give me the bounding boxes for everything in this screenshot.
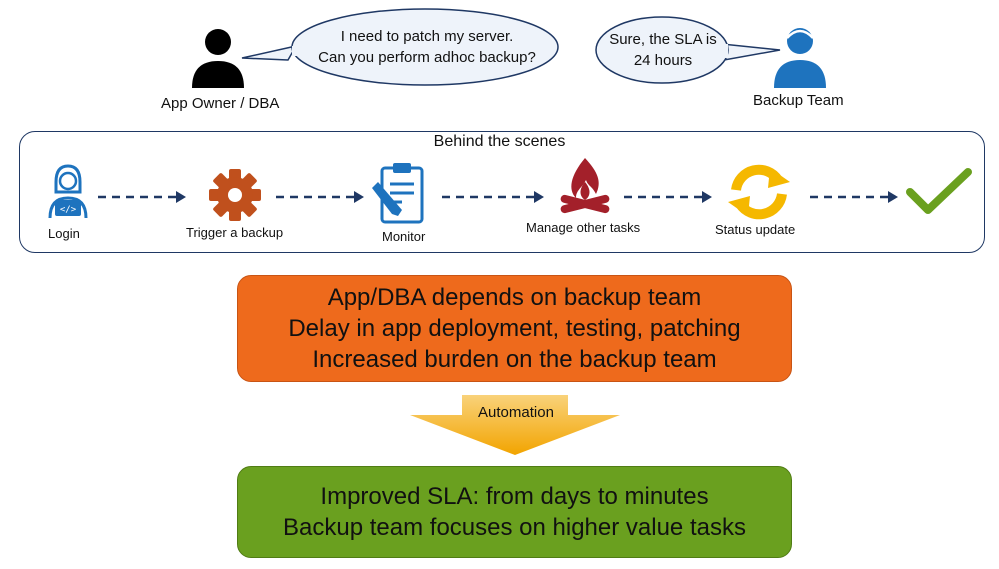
behind-the-scenes-panel xyxy=(19,131,985,253)
step-monitor-label: Monitor xyxy=(382,229,426,244)
backup-team-speech-line-2: 24 hours xyxy=(633,52,693,69)
checkmark-icon xyxy=(906,168,972,216)
step-trigger-backup-label: Trigger a backup xyxy=(186,225,284,240)
app-owner-speech-line-1: I need to patch my server. xyxy=(340,28,514,45)
gear-icon xyxy=(208,168,262,222)
problem-line-1: App/DBA depends on backup team xyxy=(327,284,702,311)
behind-the-scenes-title: Behind the scenes xyxy=(433,133,566,150)
backup-team-speech-bubble xyxy=(594,14,784,86)
benefit-line-2: Backup team focuses on higher value task… xyxy=(283,514,746,541)
backup-team-icon xyxy=(771,26,829,88)
clipboard-icon xyxy=(372,160,432,226)
app-owner-speech-bubble xyxy=(236,6,561,88)
dashed-arrow-2 xyxy=(276,190,366,204)
dashed-arrow-4 xyxy=(624,190,714,204)
step-status-update-label: Status update xyxy=(715,222,796,237)
problem-line-2: Delay in app deployment, testing, patchi… xyxy=(288,315,741,342)
backup-team-speech-line-1: Sure, the SLA is xyxy=(609,31,717,48)
problem-line-3: Increased burden on the backup team xyxy=(312,346,717,373)
benefit-line-1: Improved SLA: from days to minutes xyxy=(320,483,709,510)
step-login-label: Login xyxy=(48,226,80,241)
automation-label: Automation xyxy=(478,404,554,421)
app-owner-icon xyxy=(190,28,246,88)
step-manage-tasks-label: Manage other tasks xyxy=(526,220,641,235)
dashed-arrow-3 xyxy=(442,190,546,204)
automation-arrow xyxy=(408,393,622,457)
problems-panel: App/DBA depends on backup team Delay in … xyxy=(237,275,792,382)
svg-text:</>: </> xyxy=(60,205,77,215)
app-owner-label: App Owner / DBA xyxy=(161,95,280,112)
refresh-icon xyxy=(724,164,794,220)
dashed-arrow-1 xyxy=(98,190,188,204)
dashed-arrow-5 xyxy=(810,190,900,204)
backup-team-label: Backup Team xyxy=(753,92,844,109)
app-owner-speech-line-2: Can you perform adhoc backup? xyxy=(318,49,536,66)
developer-laptop-icon: </> xyxy=(46,162,90,222)
benefits-panel: Improved SLA: from days to minutes Backu… xyxy=(237,466,792,558)
campfire-icon xyxy=(558,156,612,218)
